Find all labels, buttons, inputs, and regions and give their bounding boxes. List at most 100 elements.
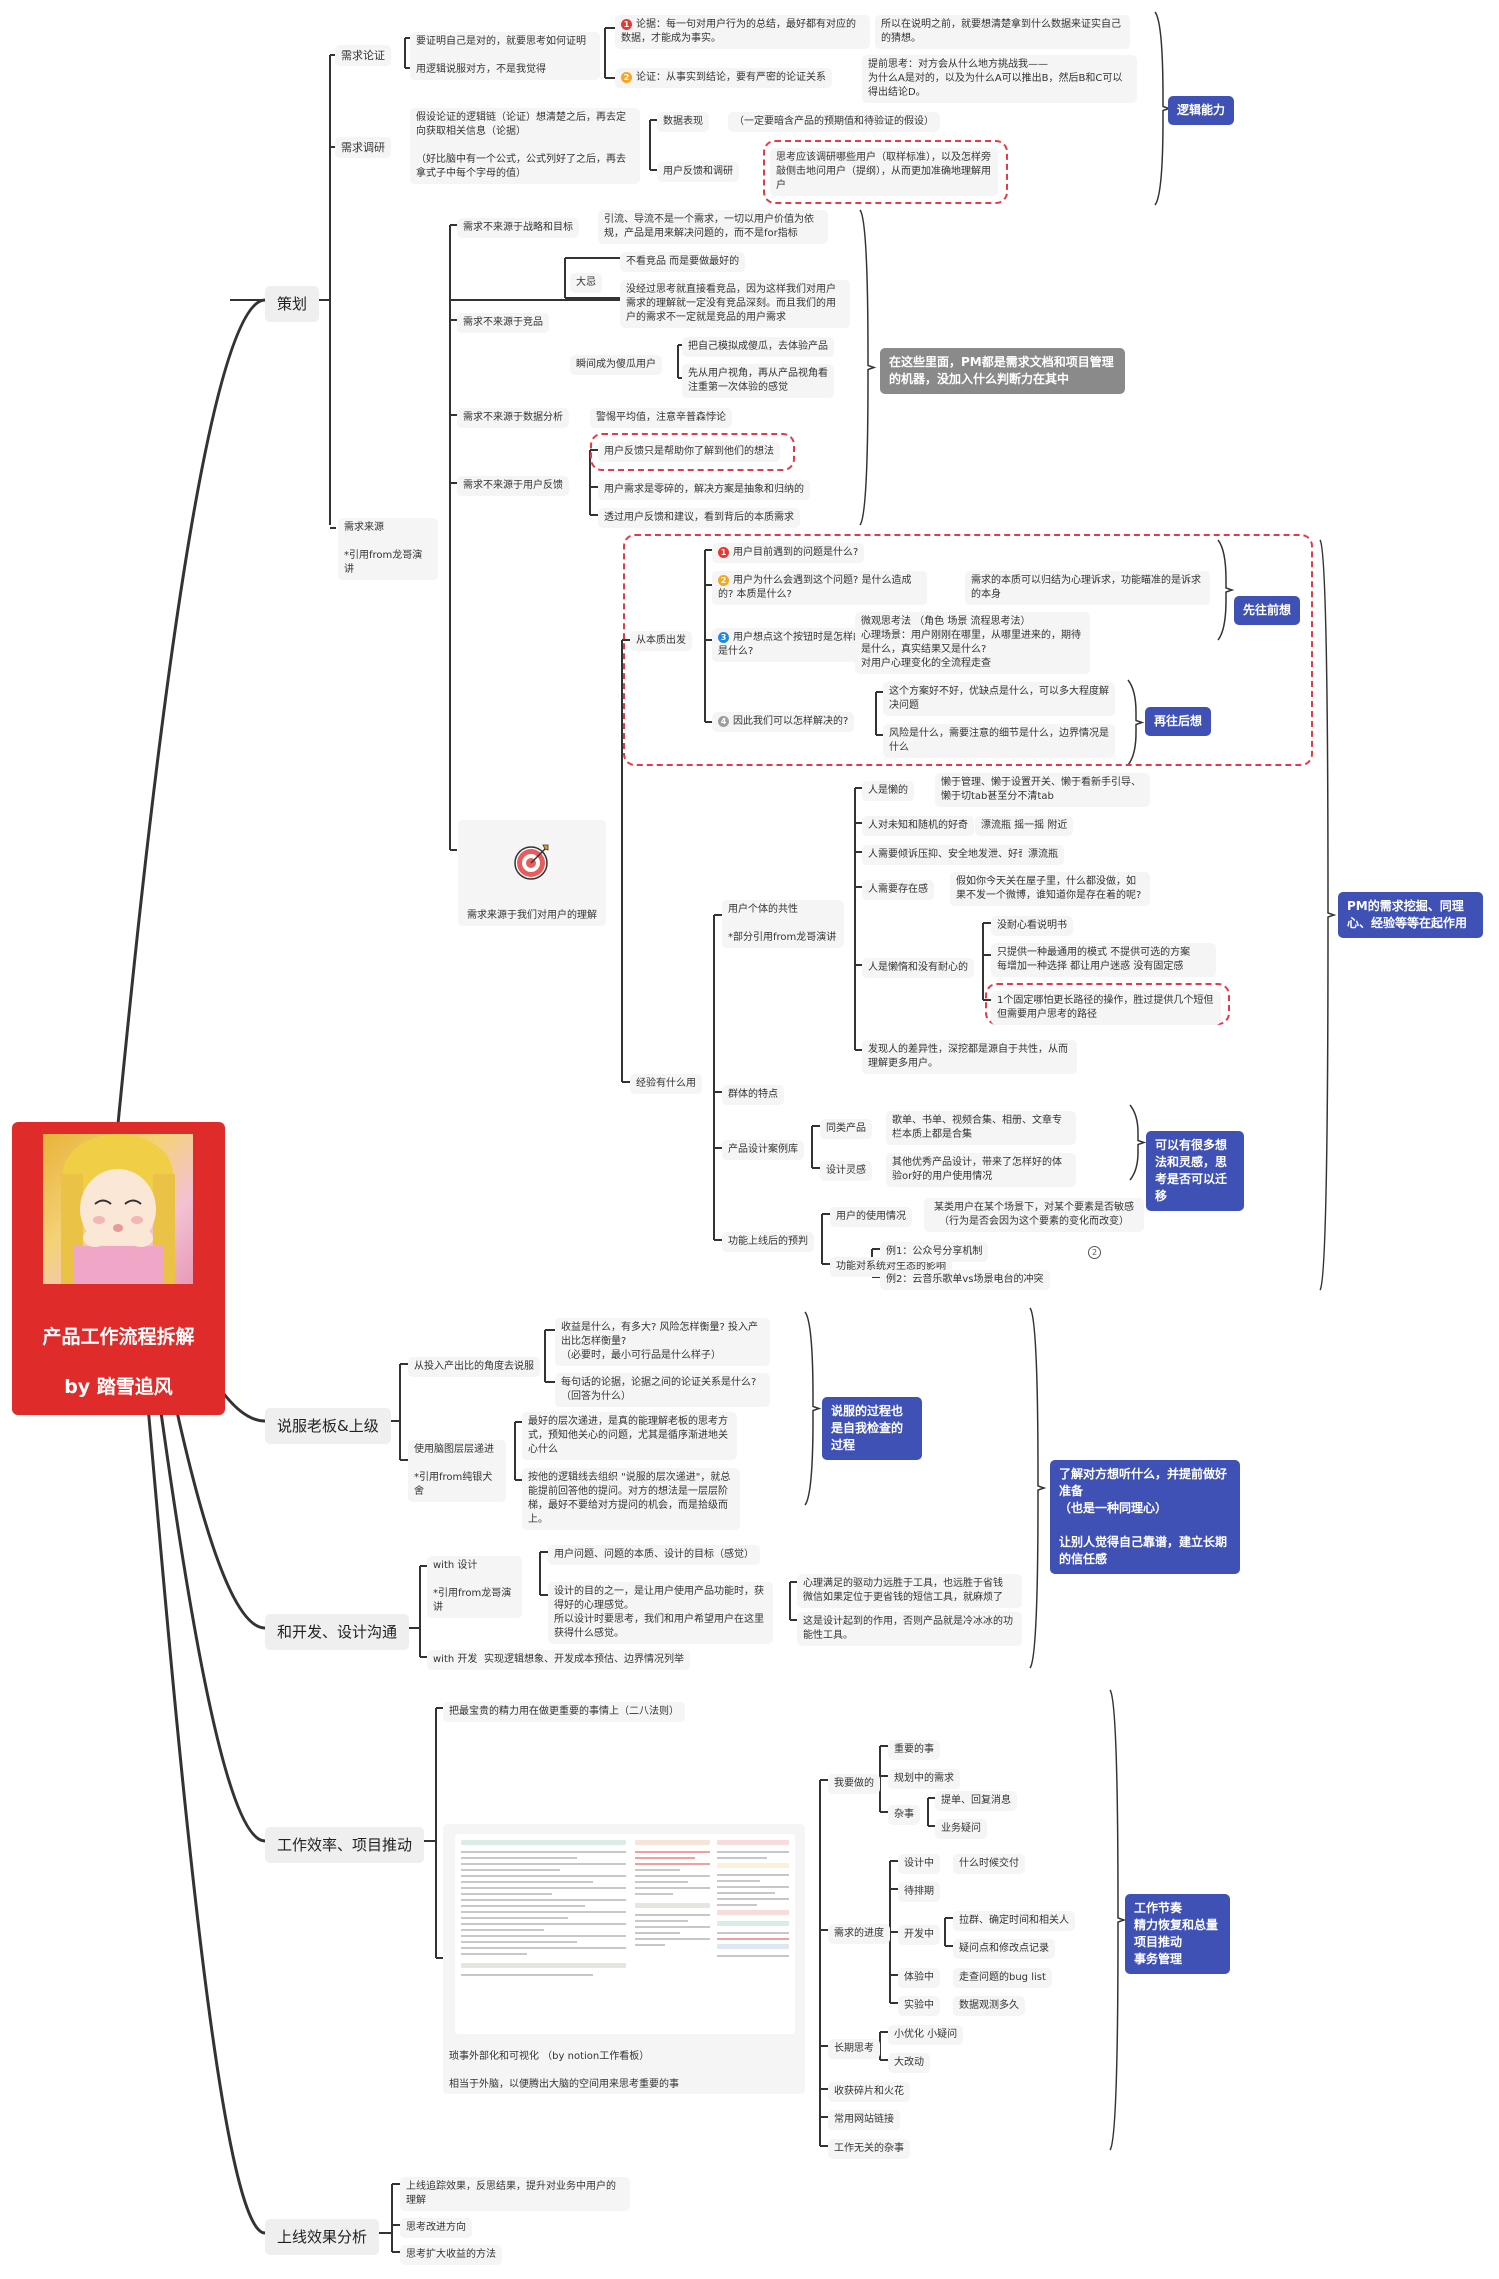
node-c3-note[interactable]: 漂流瓶 <box>1022 845 1064 865</box>
node-c2[interactable]: 人对未知和随机的好奇 <box>862 816 974 836</box>
node-todo-1[interactable]: 重要的事 <box>888 1740 940 1760</box>
node-cases-1-note[interactable]: 歌单、书单、视频合集、相册、文章专栏本质上都是合集 <box>886 1111 1076 1145</box>
summary-communicate[interactable]: 了解对方想听什么，并提前做好准备 （也是一种同理心） 让别人觉得自己靠谱，建立长… <box>1050 1460 1240 1574</box>
branch-launch[interactable]: 上线效果分析 <box>265 2219 380 2255</box>
node-progress[interactable]: 需求的进度 <box>828 1924 890 1944</box>
node-launch-1[interactable]: 上线追踪效果，反思结果，提升对业务中用户的理解 <box>400 2177 630 2211</box>
node-user-understanding[interactable]: 需求来源于我们对用户的理解 <box>458 820 606 926</box>
node-c5[interactable]: 人是懒惰和没有耐心的 <box>862 958 974 978</box>
node-data-note[interactable]: （一定要暗含产品的预期值和待验证的假设） <box>728 112 940 132</box>
node-pr-schedule[interactable]: 待排期 <box>898 1882 940 1902</box>
node-pr-experience-note[interactable]: 走查问题的bug list <box>953 1968 1052 1988</box>
node-q2-note[interactable]: 需求的本质可以归结为心理诉求，功能瞄准的是诉求的本身 <box>965 571 1210 605</box>
node-long-1[interactable]: 小优化 小疑问 <box>888 2025 964 2045</box>
node-design-1[interactable]: 用户问题、问题的本质、设计的目标（感觉） <box>548 1545 760 1565</box>
node-c4[interactable]: 人需要存在感 <box>862 880 934 900</box>
node-feedback-3[interactable]: 透过用户反馈和建议，看到背后的本质需求 <box>598 508 800 528</box>
summary-pm-machine[interactable]: 在这些里面，PM都是需求文档和项目管理的机器，没加入什么判断力在其中 <box>880 348 1125 394</box>
node-c1[interactable]: 人是懒的 <box>862 781 914 801</box>
node-pareto[interactable]: 把最宝贵的精力用在做更重要的事情上（二八法则） <box>443 1702 685 1722</box>
branch-planning[interactable]: 策划 <box>265 286 320 322</box>
node-not-competitor[interactable]: 需求不来源于竞品 <box>457 313 549 333</box>
node-todo[interactable]: 我要做的 <box>828 1774 880 1794</box>
node-dummy-user-2[interactable]: 先从用户视角，再从产品视角看 注重第一次体验的感觉 <box>682 364 834 398</box>
node-roi[interactable]: 从投入产出比的角度去说服 <box>408 1357 540 1377</box>
node-q3-note[interactable]: 微观思考法 （角色 场景 流程思考法） 心理场景：用户刚刚在哪里，从哪里进来的，… <box>855 612 1090 674</box>
node-c2-note[interactable]: 漂流瓶 摇一摇 附近 <box>975 816 1074 836</box>
node-demand-research-desc[interactable]: 假设论证的逻辑链（论证）想清楚之后，再去定向获取相关信息（论据） （好比脑中有一… <box>410 108 640 184</box>
summary-efficiency[interactable]: 工作节奏 精力恢复和总量 项目推动 事务管理 <box>1125 1894 1230 1974</box>
node-pr-design[interactable]: 设计中 <box>898 1854 940 1874</box>
branch-communicate[interactable]: 和开发、设计沟通 <box>265 1614 410 1650</box>
node-links[interactable]: 常用网站链接 <box>828 2110 900 2130</box>
node-cases-2[interactable]: 设计灵感 <box>820 1161 872 1181</box>
node-feedback-1[interactable]: 用户反馈只是帮助你了解到他们的想法 <box>598 442 780 462</box>
node-spark[interactable]: 收获碎片和火花 <box>828 2082 910 2102</box>
node-todo-3b[interactable]: 业务疑问 <box>935 1819 987 1839</box>
branch-efficiency[interactable]: 工作效率、项目推动 <box>265 1827 425 1863</box>
node-q4-1[interactable]: 这个方案好不好，优缺点是什么，可以多大程度解决问题 <box>883 682 1115 716</box>
node-predict-2a[interactable]: 例1：公众号分享机制 <box>880 1242 989 1262</box>
node-misc[interactable]: 工作无关的杂事 <box>828 2139 910 2159</box>
node-cases-1[interactable]: 同类产品 <box>820 1119 872 1139</box>
node-not-strategy-note[interactable]: 引流、导流不是一个需求，一切以用户价值为依规，产品是用来解决问题的，而不是for… <box>598 210 828 244</box>
node-c1-note[interactable]: 懒于管理、懒于设置开关、懒于看新手引导、懒于切tab甚至分不清tab <box>935 773 1150 807</box>
node-pr-experiment[interactable]: 实验中 <box>898 1996 940 2016</box>
node-cases-2-note[interactable]: 其他优秀产品设计，带来了怎样好的体验or好的用户使用情况 <box>886 1153 1076 1187</box>
node-predict-1-note[interactable]: 某类用户在某个场景下，对某个要素是否敏感 （行为是否会因为这个要素的变化而改变） <box>924 1198 1144 1232</box>
node-not-strategy[interactable]: 需求不来源于战略和目标 <box>457 218 579 238</box>
node-todo-2[interactable]: 规划中的需求 <box>888 1769 960 1789</box>
node-feedback-2[interactable]: 用户需求是零碎的，解决方案是抽象和归纳的 <box>598 480 810 500</box>
summary-think-before[interactable]: 先往前想 <box>1234 596 1301 625</box>
node-mindmap-1[interactable]: 最好的层次递进，是真的能理解老板的思考方式，预知他关心的问题，尤其是循序渐进地关… <box>522 1412 737 1460</box>
collapsed-count-badge[interactable]: 2 <box>1088 1246 1101 1259</box>
node-long-2[interactable]: 大改动 <box>888 2053 930 2073</box>
node-demand-proof[interactable]: 需求论证 <box>335 45 391 66</box>
node-taboo-1[interactable]: 不看竞品 而是要做最好的 <box>620 252 746 272</box>
summary-persuade[interactable]: 说服的过程也是自我检查的过程 <box>822 1397 922 1460</box>
node-feedback-note[interactable]: 思考应该调研哪些用户（取样标准），以及怎样旁敲侧击地问用户（提纲），从而更加准确… <box>770 148 998 196</box>
node-predict-2b[interactable]: 例2：云音乐歌单vs场景电台的冲突 <box>880 1270 1050 1290</box>
node-not-data-note[interactable]: 警惕平均值，注意辛普森悖论 <box>590 408 732 428</box>
node-pr-dev-b[interactable]: 疑问点和修改点记录 <box>953 1939 1055 1959</box>
node-user-commonality[interactable]: 用户个体的共性 *部分引用from龙哥演讲 <box>722 900 844 948</box>
node-launch-3[interactable]: 思考扩大收益的方法 <box>400 2245 502 2265</box>
node-c3[interactable]: 人需要倾诉压抑、安全地发泄、好奇 <box>862 845 1034 865</box>
node-demand-research[interactable]: 需求调研 <box>335 137 391 158</box>
node-demand-proof-desc[interactable]: 要证明自己是对的，就要思考如何证明 用逻辑说服对方，不是我觉得 <box>410 32 600 80</box>
node-pr-design-note[interactable]: 什么时候交付 <box>953 1854 1025 1874</box>
node-pr-dev-a[interactable]: 拉群、确定时间和相关人 <box>953 1911 1075 1931</box>
node-essence[interactable]: 从本质出发 <box>630 631 692 651</box>
node-launch-2[interactable]: 思考改进方向 <box>400 2218 472 2238</box>
node-c5-1[interactable]: 没耐心看说明书 <box>991 916 1073 936</box>
node-user-feedback-research[interactable]: 用户反馈和调研 <box>657 162 739 182</box>
summary-ideas[interactable]: 可以有很多想法和灵感，思考是否可以迁移 <box>1146 1131 1244 1211</box>
node-design-2-2[interactable]: 这是设计起到的作用，否则产品就是冷冰冰的功能性工具。 <box>797 1612 1022 1646</box>
node-todo-3[interactable]: 杂事 <box>888 1805 920 1825</box>
node-c6[interactable]: 发现人的差异性，深挖都是源自于共性，从而理解更多用户。 <box>862 1040 1077 1074</box>
node-evidence-note[interactable]: 所以在说明之前，就要想清楚拿到什么数据来证实自己的猜想。 <box>875 15 1130 49</box>
node-todo-3a[interactable]: 提单、回复消息 <box>935 1791 1017 1811</box>
node-data-performance[interactable]: 数据表现 <box>657 112 709 132</box>
node-dummy-user[interactable]: 瞬间成为傻瓜用户 <box>570 355 662 375</box>
node-dev-note[interactable]: 实现逻辑想象、开发成本预估、边界情况列举 <box>478 1650 690 1670</box>
node-mindmap[interactable]: 使用脑图层层递进 *引用from纯银犬舍 <box>408 1440 506 1502</box>
node-design-2-1[interactable]: 心理满足的驱动力远胜于工具，也远胜于省钱 微信如果定位于更省钱的短信工具，就麻烦… <box>797 1574 1022 1608</box>
summary-pm-empathy[interactable]: PM的需求挖掘、同理心、经验等等在起作用 <box>1338 892 1483 938</box>
root-node[interactable]: 产品工作流程拆解 by 踏雪追风 <box>12 1122 225 1415</box>
node-c5-3[interactable]: 1个固定哪怕更长路径的操作，胜过提供几个短但但需要用户思考的路径 <box>991 991 1221 1025</box>
node-pr-dev[interactable]: 开发中 <box>898 1925 940 1945</box>
node-demand-source[interactable]: 需求来源 *引用from龙哥演讲 <box>338 518 438 580</box>
node-with-dev[interactable]: with 开发 <box>427 1650 484 1670</box>
summary-think-after[interactable]: 再往后想 <box>1145 707 1212 736</box>
node-not-data[interactable]: 需求不来源于数据分析 <box>457 408 569 428</box>
node-taboo-2[interactable]: 没经过思考就直接看竞品，因为这样我们对用户需求的理解就一定没有竞品深刻。而且我们… <box>620 280 850 328</box>
node-predict-1[interactable]: 用户的使用情况 <box>830 1207 912 1227</box>
node-roi-2[interactable]: 每句话的论据，论据之间的论证关系是什么? （回答为什么） <box>555 1373 770 1407</box>
node-c5-2[interactable]: 只提供一种最通用的模式 不提供可选的方案 每增加一种选择 都让用户迷惑 没有固定… <box>991 943 1216 977</box>
node-q4-2[interactable]: 风险是什么，需要注意的细节是什么，边界情况是什么 <box>883 724 1115 758</box>
